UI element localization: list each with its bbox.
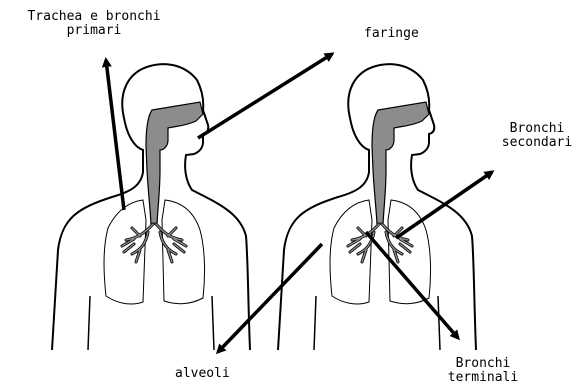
- arrow-faringe: [198, 54, 332, 138]
- label-bronchi-secondari: Bronchi secondari: [490, 122, 584, 150]
- label-faringe-text: faringe: [364, 26, 419, 41]
- label-bronchi-secondari-line1: Bronchi: [490, 122, 584, 136]
- label-trachea: Trachea e bronchi primari: [24, 10, 164, 38]
- label-trachea-line1: Trachea e bronchi: [24, 10, 164, 24]
- arrow-alveoli: [218, 244, 322, 352]
- label-faringe: faringe: [364, 27, 419, 41]
- label-alveoli-text: alveoli: [175, 366, 230, 381]
- left-figure: [52, 64, 250, 350]
- right-figure: [278, 64, 476, 350]
- label-alveoli: alveoli: [175, 367, 230, 381]
- label-trachea-line2: primari: [24, 24, 164, 38]
- label-bronchi-terminali-line1: Bronchi: [438, 357, 528, 371]
- arrow-bronchi-secondari: [396, 172, 492, 238]
- label-bronchi-terminali-line2: terminali: [438, 371, 528, 385]
- arrow-trachea: [106, 60, 124, 210]
- label-bronchi-secondari-line2: secondari: [490, 136, 584, 150]
- label-bronchi-terminali: Bronchi terminali: [438, 357, 528, 385]
- arrow-bronchi-terminali: [366, 232, 458, 338]
